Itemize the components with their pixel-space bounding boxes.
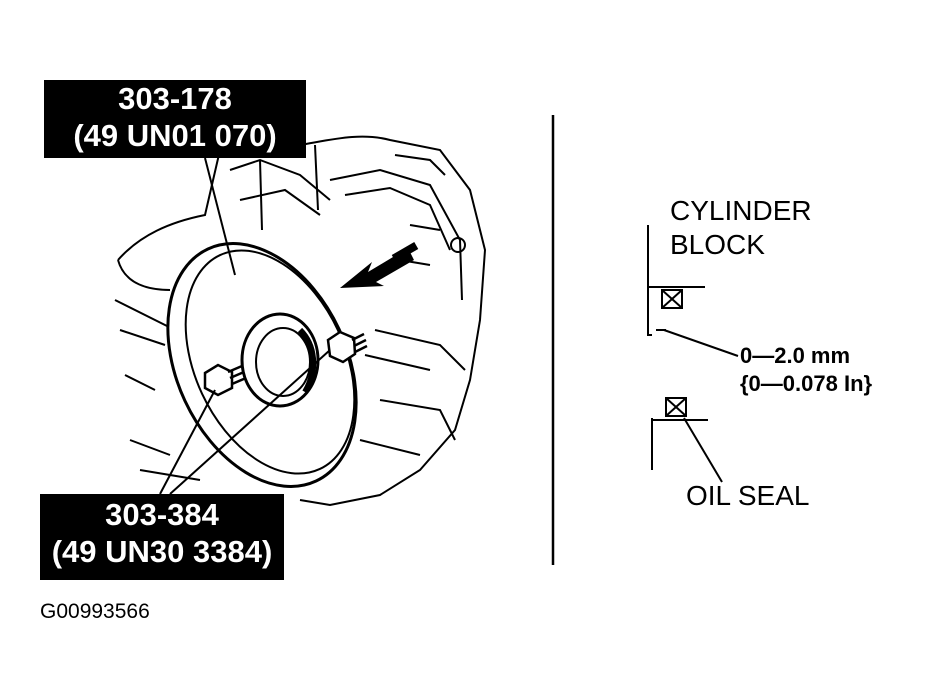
oil-seal-symbol-bottom xyxy=(665,397,687,417)
cylinder-block-label: CYLINDER BLOCK xyxy=(670,194,812,262)
pull-direction-arrow xyxy=(340,242,419,288)
tool-number: 303-384 xyxy=(105,497,219,532)
bolt-left xyxy=(203,363,247,397)
tool-number-label-bottom: 303-384 (49 UN30 3384) xyxy=(40,494,284,580)
tool-number: 303-178 xyxy=(118,81,232,116)
oil-seal-symbol-top xyxy=(661,289,683,309)
tool-part-number: (49 UN01 070) xyxy=(73,118,277,153)
clearance-mm: 0—2.0 mm xyxy=(740,343,851,368)
clearance-in: {0—0.078 In} xyxy=(740,371,873,396)
oil-seal-label: OIL SEAL xyxy=(686,480,810,511)
bolt-right xyxy=(326,330,368,364)
cylinder-block-label-line2: BLOCK xyxy=(670,229,765,260)
clearance-spec: 0—2.0 mm {0—0.078 In} xyxy=(740,342,872,398)
leader-lines xyxy=(159,157,331,495)
detail-leaders xyxy=(663,329,739,483)
figure-code: G00993566 xyxy=(40,600,150,623)
tool-part-number: (49 UN30 3384) xyxy=(51,534,273,569)
tool-number-label-top: 303-178 (49 UN01 070) xyxy=(44,80,306,158)
seal-installer-disc xyxy=(166,242,358,488)
cylinder-block-label-line1: CYLINDER xyxy=(670,195,812,226)
cylinder-block-section xyxy=(647,225,708,470)
